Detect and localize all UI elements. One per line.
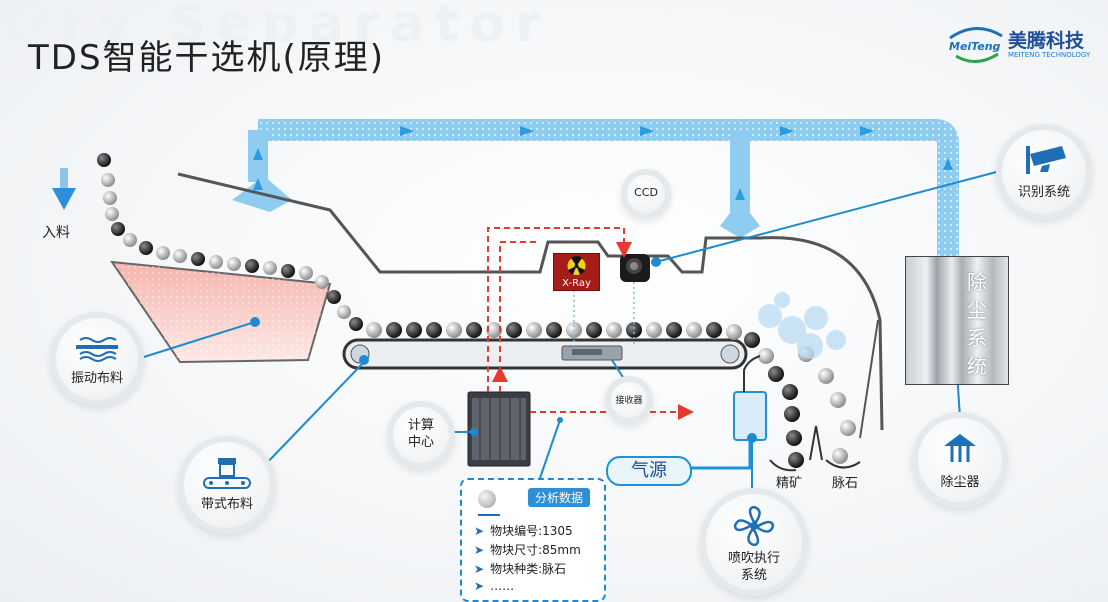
analysis-row-text: 物块尺寸:85mm <box>490 543 581 557</box>
conveyor-belt <box>342 338 748 370</box>
dust-system-label: 除尘系统 <box>967 270 987 378</box>
ore-sample-icon <box>478 490 496 508</box>
receiver-label: 接收器 <box>615 396 643 406</box>
down-arrow-icon <box>52 168 76 210</box>
vibration-feeding-label: 振动布料 <box>70 371 123 386</box>
feed-label: 入料 <box>42 225 70 241</box>
radiation-icon <box>567 256 586 275</box>
machine-housing <box>177 172 884 431</box>
analysis-row-text: 物块种类:脉石 <box>490 562 567 576</box>
dust-collector-module: 除尘器 <box>918 418 1002 502</box>
ccd-badge: CCD <box>627 175 665 213</box>
blowing-system-line1: 喷吹执行 <box>727 551 780 566</box>
analysis-row: ➤物块尺寸:85mm <box>474 543 581 557</box>
signal-lines <box>487 227 694 420</box>
concentrate-label: 精矿 <box>776 476 803 491</box>
connector-lines <box>127 169 1005 496</box>
security-camera-icon <box>1026 146 1066 174</box>
housing-inner-line <box>859 319 879 439</box>
company-logo: MeiTeng 美腾科技 MEITENG TECHNOLOGY <box>946 22 1102 66</box>
fan-icon <box>733 506 775 546</box>
logo-name-cn: 美腾科技 <box>1008 30 1085 52</box>
blowing-system-line2: 系统 <box>740 568 767 583</box>
analysis-data-tag: 分析数据 <box>528 488 591 507</box>
blowing-system-module: 喷吹执行系统 <box>706 494 802 590</box>
air-source-pipe <box>688 440 752 470</box>
air-duct <box>232 119 959 258</box>
server-rack <box>467 391 531 467</box>
xray-source: X-Ray <box>553 253 600 291</box>
recognition-system-module: 识别系统 <box>1002 130 1086 214</box>
analysis-row: ➤…… <box>474 579 515 593</box>
computing-center-line1: 计算 <box>407 418 434 433</box>
gangue-label: 脉石 <box>832 476 859 491</box>
ccd-camera <box>620 254 650 282</box>
logo-name-en: MEITENG TECHNOLOGY <box>1008 51 1091 59</box>
vibration-feeding-module: 振动布料 <box>56 318 138 400</box>
conveyor-belt-icon <box>203 458 251 489</box>
panel-divider <box>478 514 500 516</box>
logo-mark-text: MeiTeng <box>949 40 1001 53</box>
ccd-label: CCD <box>634 186 658 199</box>
dust-hood-icon <box>944 434 976 462</box>
page-title: TDS智能干选机(原理) <box>28 38 386 78</box>
computing-center-line2: 中心 <box>407 435 434 450</box>
belt-feeding-label: 带式布料 <box>200 497 253 512</box>
dust-removal-box <box>905 256 1009 385</box>
xray-label: X-Ray <box>562 278 591 289</box>
air-blast-cloud <box>758 292 846 359</box>
sensor-dotted-lines <box>573 282 635 346</box>
analysis-row-text: …… <box>490 579 515 593</box>
airflow-arrows <box>253 126 953 200</box>
dust-collector-label: 除尘器 <box>940 475 980 490</box>
belt-feeding-module: 带式布料 <box>184 442 270 528</box>
analysis-row: ➤物块编号:1305 <box>474 524 573 538</box>
analysis-data-panel: 分析数据 ➤物块编号:1305 ➤物块尺寸:85mm ➤物块种类:脉石 ➤…… <box>460 478 606 602</box>
logo-mark-icon: MeiTeng <box>949 27 1003 63</box>
recognition-system-label: 识别系统 <box>1017 185 1070 200</box>
receiver-badge: 接收器 <box>611 382 647 418</box>
watermark-text: Dry Separator <box>8 0 551 54</box>
analysis-row: ➤物块种类:脉石 <box>474 562 567 576</box>
analysis-row-text: 物块编号:1305 <box>490 524 573 538</box>
air-source-label: 气源 <box>606 456 692 486</box>
splitter <box>809 425 823 461</box>
vibration-waves-icon <box>76 337 118 362</box>
blow-valve <box>733 391 767 441</box>
computing-center-badge: 计算中心 <box>393 407 449 463</box>
